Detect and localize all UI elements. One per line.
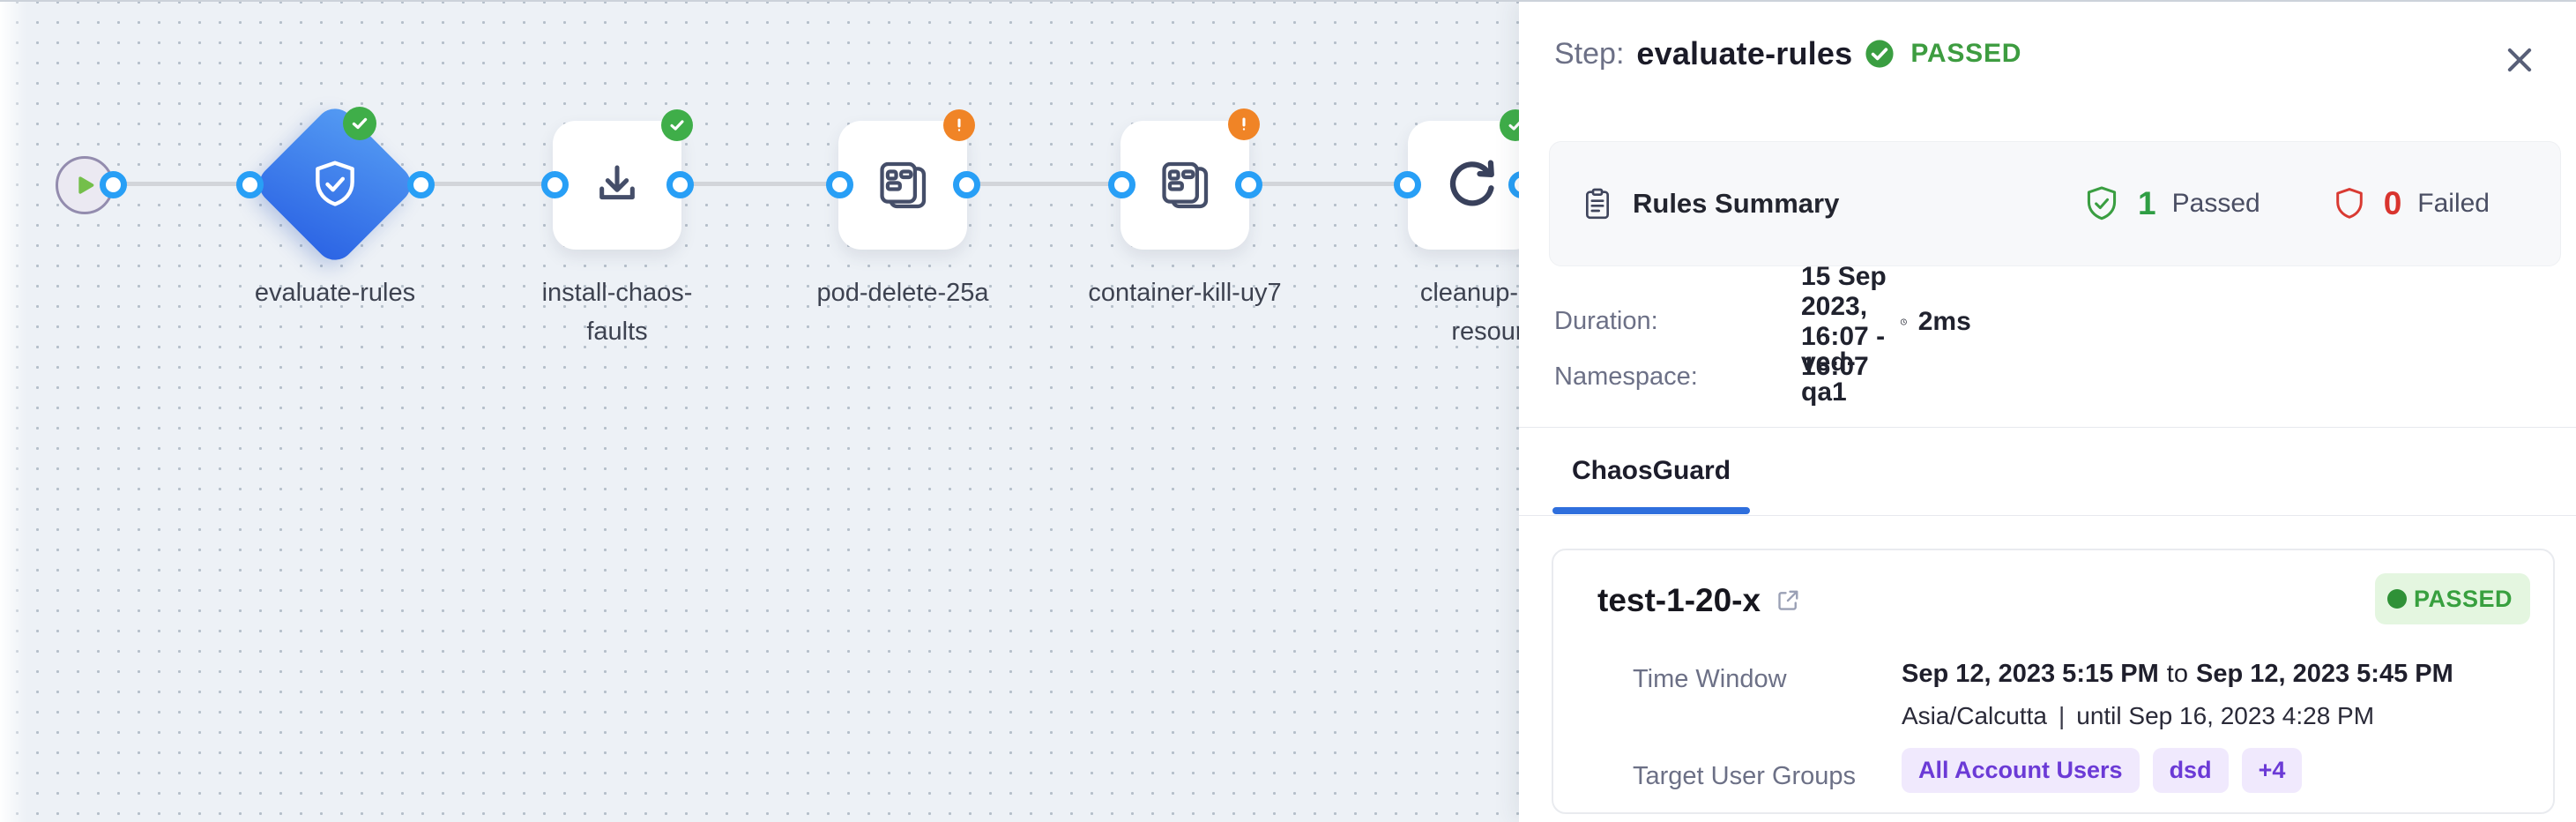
passed-count: 1 (2138, 185, 2156, 221)
tab-label: ChaosGuard (1571, 456, 1731, 485)
exclamation-icon (957, 118, 961, 131)
condition-status-badge: PASSED (2374, 573, 2530, 624)
failed-label: Failed (2417, 189, 2490, 218)
step-status-badge: PASSED (1910, 39, 2022, 68)
separator: | (2058, 702, 2066, 729)
port (100, 171, 127, 198)
edge-install-poddelete (677, 182, 843, 186)
external-link-icon[interactable] (1775, 587, 1801, 614)
canvas-edge-fade (0, 0, 26, 822)
node-label: install-chaos-faults (541, 279, 693, 346)
port (1235, 171, 1262, 198)
duration-value: 15 Sep 2023, 16:07 - 16:07 (1801, 261, 1887, 381)
shield-failed-icon (2335, 188, 2363, 219)
chaosguard-condition-card: test-1-20-x PASSED Time Window Sep 12, 2… (1552, 549, 2555, 814)
step-name: evaluate-rules (1636, 35, 1853, 71)
timezone-line: Asia/Calcutta | until Sep 16, 2023 4:28 … (1902, 702, 2374, 730)
shield-passed-icon (2087, 186, 2117, 220)
rules-summary-title: Rules Summary (1633, 188, 1840, 219)
tab-chaosguard[interactable]: ChaosGuard (1552, 444, 1750, 514)
node-label: evaluate-rules (254, 279, 416, 307)
exclamation-icon (1242, 117, 1246, 131)
condition-name: test-1-20-x (1597, 582, 1761, 618)
status-text: PASSED (2413, 585, 2513, 612)
top-border (0, 0, 2576, 2)
edge-start-evaluate (111, 182, 253, 186)
edge-poddelete-containerkill (963, 182, 1125, 186)
time-window-label: Time Window (1633, 665, 1787, 693)
refresh-icon (1449, 160, 1494, 206)
check-circle-icon (1865, 40, 1894, 68)
port (666, 171, 694, 198)
port (953, 171, 980, 198)
duration-row: Duration: 15 Sep 2023, 16:07 - 16:07 2ms (1554, 262, 1971, 381)
rules-summary-box: Rules Summary 1 Passed 0 Failed (1549, 141, 2561, 266)
check-icon (1508, 120, 1523, 131)
step-header: Step: evaluate-rules PASSED (1554, 35, 2021, 72)
namespace-label: Namespace: (1554, 362, 1698, 391)
node-container-kill-uy7[interactable] (1120, 121, 1249, 250)
close-icon (2507, 48, 2532, 72)
time-from: Sep 12, 2023 5:15 PM (1902, 660, 2159, 688)
user-group-pill: All Account Users (1902, 748, 2140, 793)
play-icon (78, 176, 94, 194)
node-label: pod-delete-25a (816, 279, 989, 307)
port (407, 171, 435, 198)
clock-icon (1900, 318, 1907, 325)
user-group-more-pill[interactable]: +4 (2241, 748, 2303, 793)
target-user-groups-label: Target User Groups (1633, 762, 1857, 790)
user-group-pill: dsd (2152, 748, 2229, 793)
duration-elapsed: 2ms (1917, 306, 1971, 336)
node-label: container-kill-uy7 (1088, 279, 1282, 307)
port (541, 171, 569, 198)
port (826, 171, 853, 198)
until-date: until Sep 16, 2023 4:28 PM (2076, 702, 2375, 729)
port (1394, 171, 1421, 198)
edge-containerkill-cleanup (1245, 182, 1411, 186)
timezone: Asia/Calcutta (1902, 702, 2047, 729)
target-user-groups: All Account Users dsd +4 (1902, 748, 2303, 793)
time-to-word: to (2166, 660, 2188, 688)
namespace-value: ved-qa1 (1801, 347, 1856, 407)
close-button[interactable] (2500, 41, 2539, 79)
failed-count: 0 (2383, 185, 2402, 221)
divider (1519, 427, 2576, 428)
time-window-value: Sep 12, 2023 5:15 PM to Sep 12, 2023 5:4… (1902, 660, 2453, 689)
shield-check-icon (306, 155, 364, 213)
namespace-row: Namespace: ved-qa1 (1554, 347, 1856, 407)
time-to: Sep 12, 2023 5:45 PM (2195, 660, 2453, 688)
status-check-badge (343, 107, 376, 140)
step-details-panel: Step: evaluate-rules PASSED (1519, 0, 2576, 822)
port (1108, 171, 1135, 198)
divider (1519, 515, 2576, 516)
node-pod-delete-25a[interactable] (838, 121, 967, 250)
duration-label: Duration: (1554, 307, 1658, 335)
chaos-fault-icon (1162, 161, 1209, 209)
port (236, 171, 264, 198)
edge-evaluate-install (417, 182, 557, 186)
status-check-badge (661, 109, 693, 141)
status-warning-badge (943, 109, 975, 141)
active-tab-indicator (1552, 507, 1750, 514)
download-icon (599, 165, 635, 200)
step-label: Step: (1554, 36, 1625, 71)
chaos-fault-icon (880, 161, 927, 209)
status-dot (2386, 589, 2407, 609)
status-warning-badge (1228, 108, 1260, 140)
passed-label: Passed (2171, 189, 2260, 218)
clipboard-icon (1586, 188, 1609, 220)
node-install-chaos-faults[interactable] (553, 121, 681, 250)
check-icon (352, 117, 368, 130)
check-icon (670, 120, 684, 131)
